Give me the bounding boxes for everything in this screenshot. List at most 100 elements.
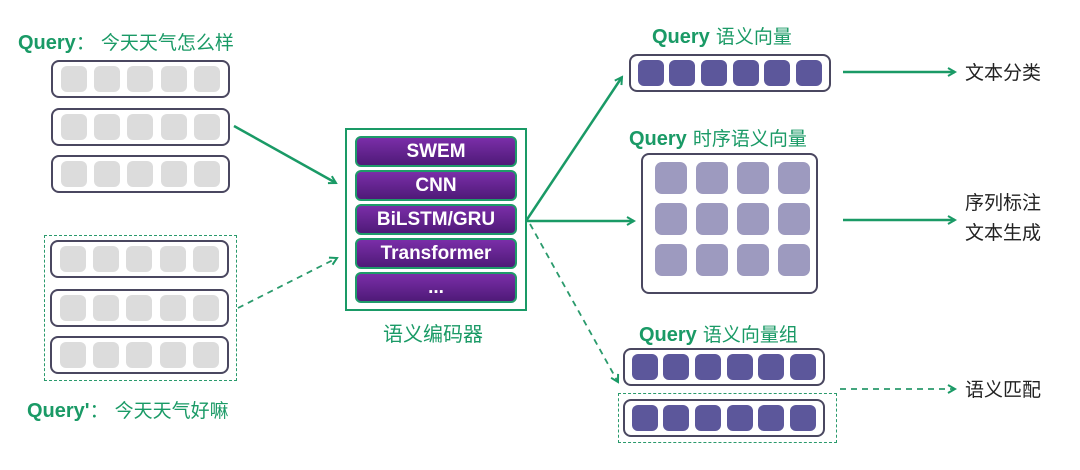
token-cell bbox=[93, 342, 120, 368]
vector-cell bbox=[655, 162, 687, 194]
token-cell bbox=[194, 66, 221, 92]
title-text: 时序语义向量 bbox=[692, 128, 807, 150]
vector-cell bbox=[726, 354, 753, 380]
task-text-generation: 文本生成 bbox=[965, 222, 1042, 244]
token-cell bbox=[60, 161, 87, 187]
vector-group-dashed-box bbox=[618, 393, 837, 443]
token-cell bbox=[127, 66, 154, 92]
encoder-model-cnn: CNN bbox=[355, 170, 517, 201]
query-prime-token-vector-3 bbox=[50, 336, 229, 374]
title-prefix: Query bbox=[629, 128, 687, 150]
vector-cell bbox=[696, 203, 728, 235]
vector-cell bbox=[737, 244, 769, 276]
query-token-vector-1 bbox=[51, 60, 230, 98]
vector-cell bbox=[778, 203, 810, 235]
vector-cell bbox=[790, 354, 817, 380]
token-cell bbox=[193, 342, 220, 368]
vector-cell bbox=[726, 405, 753, 431]
token-cell bbox=[160, 161, 187, 187]
title-prefix: Query bbox=[652, 26, 710, 48]
token-cell bbox=[126, 246, 153, 272]
token-cell bbox=[193, 295, 220, 321]
token-cell bbox=[94, 161, 121, 187]
arrow-queryprime-to-encoder bbox=[237, 258, 337, 309]
vector-cell bbox=[737, 203, 769, 235]
vector-cell bbox=[663, 405, 690, 431]
query-prime-token-vector-2 bbox=[50, 289, 229, 327]
token-cell bbox=[127, 114, 154, 140]
semantic-vector-title: Query 语义向量 bbox=[652, 22, 792, 49]
vector-group-vector-1 bbox=[623, 348, 825, 386]
vector-cell bbox=[637, 60, 664, 86]
query-prime-token-vector-1 bbox=[50, 240, 229, 278]
vector-cell bbox=[796, 60, 823, 86]
query-token-vector-2 bbox=[51, 108, 230, 146]
semantic-vector bbox=[629, 54, 831, 92]
token-cell bbox=[94, 66, 121, 92]
query-text: 今天天气怎么样 bbox=[100, 32, 234, 54]
arrow-query-to-encoder bbox=[233, 124, 336, 185]
vector-cell bbox=[758, 354, 785, 380]
arrow-encoder-to-semantic-vector bbox=[524, 77, 622, 222]
vector-cell bbox=[737, 162, 769, 194]
vector-cell bbox=[669, 60, 696, 86]
vector-cell bbox=[655, 203, 687, 235]
token-cell bbox=[60, 114, 87, 140]
arrow-encoder-to-vector-group bbox=[529, 223, 618, 382]
query-prime-label: Query'： 今天天气好嘛 bbox=[27, 396, 229, 423]
token-cell bbox=[93, 295, 120, 321]
query-prime-text: 今天天气好嘛 bbox=[114, 400, 229, 422]
vector-cell bbox=[778, 162, 810, 194]
vector-group-vector-2 bbox=[623, 399, 825, 437]
sequence-vectors-title: Query 时序语义向量 bbox=[629, 124, 807, 151]
vector-group-title: Query 语义向量组 bbox=[639, 320, 798, 347]
semantic-encoder: SWEM CNN BiLSTM/GRU Transformer ... bbox=[345, 128, 527, 311]
token-cell bbox=[127, 161, 154, 187]
token-cell bbox=[59, 295, 86, 321]
vector-cell bbox=[655, 244, 687, 276]
token-cell bbox=[59, 342, 86, 368]
query-label-prefix: Query bbox=[18, 32, 76, 54]
encoder-caption: 语义编码器 bbox=[383, 322, 483, 346]
vector-cell bbox=[764, 60, 791, 86]
vector-cell bbox=[696, 162, 728, 194]
vector-cell bbox=[701, 60, 728, 86]
token-cell bbox=[94, 114, 121, 140]
task-sequence-labeling: 序列标注 bbox=[965, 192, 1042, 214]
vector-cell bbox=[696, 244, 728, 276]
token-cell bbox=[159, 295, 186, 321]
token-cell bbox=[194, 161, 221, 187]
query-prime-label-prefix: Query' bbox=[27, 400, 90, 422]
token-cell bbox=[126, 295, 153, 321]
token-cell bbox=[93, 246, 120, 272]
token-cell bbox=[194, 114, 221, 140]
vector-cell bbox=[732, 60, 759, 86]
task-semantic-matching: 语义匹配 bbox=[965, 379, 1042, 401]
token-cell bbox=[159, 342, 186, 368]
vector-cell bbox=[663, 354, 690, 380]
encoder-model-more: ... bbox=[355, 272, 517, 303]
label-separator: ： bbox=[89, 400, 109, 422]
token-cell bbox=[159, 246, 186, 272]
vector-cell bbox=[695, 405, 722, 431]
title-text: 语义向量组 bbox=[702, 324, 798, 346]
title-prefix: Query bbox=[639, 324, 697, 346]
query-label: Query： 今天天气怎么样 bbox=[18, 28, 234, 55]
token-cell bbox=[160, 66, 187, 92]
sequence-vectors-grid bbox=[641, 153, 818, 294]
token-cell bbox=[60, 66, 87, 92]
token-cell bbox=[59, 246, 86, 272]
vector-cell bbox=[631, 405, 658, 431]
vector-cell bbox=[695, 354, 722, 380]
vector-cell bbox=[790, 405, 817, 431]
query-prime-dashed-group bbox=[44, 235, 237, 381]
token-cell bbox=[160, 114, 187, 140]
token-cell bbox=[193, 246, 220, 272]
encoder-model-bilstm-gru: BiLSTM/GRU bbox=[355, 204, 517, 235]
vector-cell bbox=[778, 244, 810, 276]
title-text: 语义向量 bbox=[715, 26, 792, 48]
vector-cell bbox=[758, 405, 785, 431]
token-cell bbox=[126, 342, 153, 368]
encoder-model-swem: SWEM bbox=[355, 136, 517, 167]
